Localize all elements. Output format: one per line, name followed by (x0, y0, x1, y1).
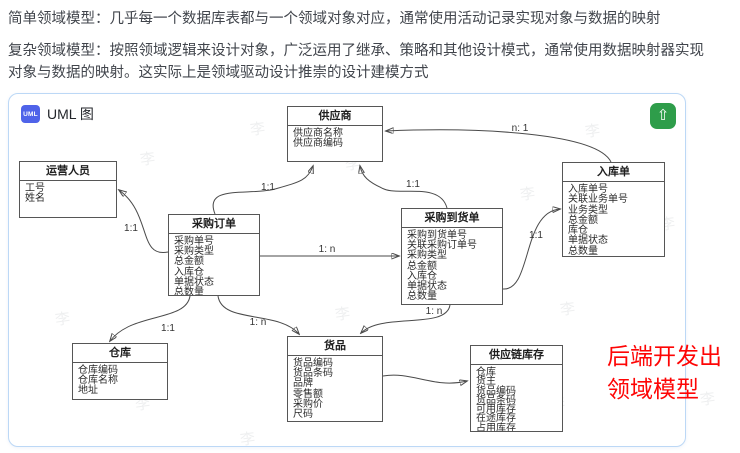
entity-field: 仓库编码 (78, 365, 118, 376)
watermark: 李 (139, 150, 157, 169)
entity-field: 品牌 (293, 378, 313, 390)
entity-field-list: 采购单号采购类型总金额入库仓单据状态总数量 (169, 234, 259, 296)
entity-field: 货品条码 (476, 394, 516, 406)
entity-field: 总数量 (568, 245, 598, 257)
card-title: UML 图 (47, 106, 94, 122)
entity-field: 供应商名称 (293, 128, 343, 139)
watermark: 李 (584, 122, 602, 141)
upload-button[interactable]: ⇧ (650, 103, 676, 129)
entity-title: 货品 (288, 337, 382, 356)
entity-sci[interactable]: 供应链库存仓库货主货品编码货品条码可用库存在途库存占用库存 (470, 345, 563, 432)
entity-field-list: 仓库编码仓库名称地址 (73, 363, 167, 397)
entity-field: 总金额 (174, 256, 204, 268)
entity-title: 供应链库存 (471, 346, 562, 365)
entity-title: 仓库 (73, 344, 167, 363)
entity-field: 业务类型 (568, 204, 608, 216)
entity-field: 入库仓 (174, 266, 204, 278)
entity-field: 供应商编码 (293, 138, 343, 150)
entity-field: 关联业务单号 (568, 194, 628, 206)
entity-field: 单据状态 (568, 235, 608, 247)
entity-title: 运营人员 (20, 162, 116, 181)
entity-field: 入库单号 (568, 184, 608, 195)
entity-field: 采购到货单号 (407, 230, 467, 241)
entity-field-list: 工号姓名 (20, 181, 116, 204)
watermark: 李 (559, 300, 577, 319)
entity-field: 地址 (78, 385, 98, 397)
intro-text: 简单领域模型：几乎每一个数据库表都与一个领域对象对应，通常使用活动记录实现对象与… (8, 8, 714, 94)
entity-field: 采购单号 (174, 236, 214, 247)
arrow-up-icon: ⇧ (656, 107, 670, 124)
entity-field: 库仓 (568, 225, 588, 237)
entity-field-list: 供应商名称供应商编码 (288, 126, 382, 149)
entity-opstaff[interactable]: 运营人员工号姓名 (19, 161, 117, 218)
entity-field: 总金额 (568, 214, 598, 226)
entity-field: 仓库名称 (78, 375, 118, 387)
entity-field: 采购类型 (174, 246, 214, 258)
intro-paragraph-complex: 复杂领域模型：按照领域逻辑来设计对象，广泛运用了继承、策略和其他设计模式，通常使… (8, 42, 704, 82)
entity-field: 零售额 (293, 388, 323, 400)
entity-field: 货品编码 (476, 385, 516, 397)
intro-paragraph-simple: 简单领域模型：几乎每一个数据库表都与一个领域对象对应，通常使用活动记录实现对象与… (8, 11, 661, 27)
red-annotation: 后端开发出 领域模型 (607, 340, 722, 406)
entity-warehouse[interactable]: 仓库仓库编码仓库名称地址 (72, 343, 168, 400)
entity-field: 尺码 (293, 409, 313, 421)
watermark: 李 (519, 185, 537, 204)
entity-field: 工号 (25, 183, 45, 194)
entity-field-list: 仓库货主货品编码货品条码可用库存在途库存占用库存 (471, 365, 562, 432)
entity-field: 单据状态 (407, 281, 447, 293)
entity-title: 采购订单 (169, 215, 259, 234)
red-annotation-line1: 后端开发出 (607, 343, 722, 369)
entity-field: 总数量 (407, 291, 437, 303)
entity-goods[interactable]: 货品货品编码货品条码品牌零售额采购价尺码 (287, 336, 383, 422)
entity-field: 采购类型 (407, 250, 447, 262)
card-header: UML UML 图 (21, 104, 94, 124)
entity-supplier[interactable]: 供应商供应商名称供应商编码 (287, 106, 383, 162)
watermark: 李 (334, 305, 352, 324)
entity-field: 姓名 (25, 193, 45, 205)
entity-title: 采购到货单 (402, 209, 502, 228)
entity-field: 货品编码 (293, 358, 333, 369)
entity-field: 货主 (476, 376, 496, 388)
entity-field-list: 采购到货单号关联采购订单号采购类型总金额入库仓单据状态总数量 (402, 228, 502, 302)
entity-field: 入库仓 (407, 270, 437, 282)
entity-pao[interactable]: 采购到货单采购到货单号关联采购订单号采购类型总金额入库仓单据状态总数量 (401, 208, 503, 305)
entity-field: 关联采购订单号 (407, 240, 477, 252)
entity-field: 可用库存 (476, 404, 516, 416)
entity-title: 入库单 (563, 163, 664, 182)
watermark: 李 (239, 430, 257, 449)
entity-field-list: 入库单号关联业务单号业务类型总金额库仓单据状态总数量 (563, 182, 664, 257)
entity-inbound[interactable]: 入库单入库单号关联业务单号业务类型总金额库仓单据状态总数量 (562, 162, 665, 257)
watermark: 李 (54, 310, 72, 329)
red-annotation-line2: 领域模型 (607, 376, 699, 402)
entity-field: 总金额 (407, 260, 437, 272)
entity-field: 货品条码 (293, 368, 333, 380)
entity-po[interactable]: 采购订单采购单号采购类型总金额入库仓单据状态总数量 (168, 214, 260, 296)
entity-field: 在途库存 (476, 413, 516, 425)
entity-field: 单据状态 (174, 276, 214, 288)
entity-field: 仓库 (476, 367, 496, 378)
entity-field: 占用库存 (476, 422, 516, 432)
entity-field: 采购价 (293, 398, 323, 410)
entity-field: 总数量 (174, 287, 204, 296)
watermark: 李 (249, 120, 267, 139)
uml-badge-icon: UML (21, 105, 40, 123)
entity-title: 供应商 (288, 107, 382, 126)
entity-field-list: 货品编码货品条码品牌零售额采购价尺码 (288, 356, 382, 420)
